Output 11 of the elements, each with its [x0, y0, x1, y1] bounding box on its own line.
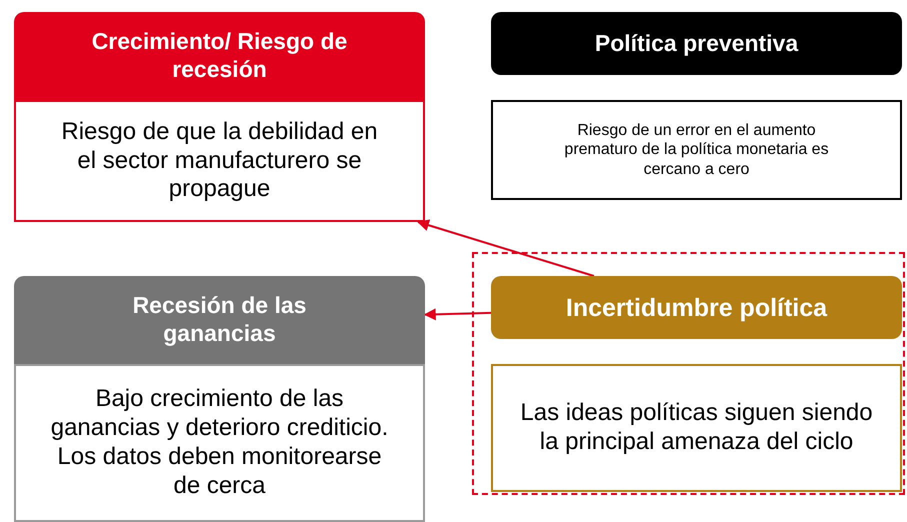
text-box: Las ideas políticas siguen siendo la principal amenaza del ciclo [491, 364, 902, 492]
header-bar: Política preventiva [491, 12, 902, 75]
header-bar: Recesión de las ganancias [14, 276, 425, 364]
text-box: Riesgo de un error en el aumento prematuro de la política monetaria es cercano a cero [491, 100, 902, 200]
arrow [416, 219, 594, 277]
header-bar: Incertidumbre política [491, 276, 902, 339]
header-bar: Crecimiento/ Riesgo de recesión [14, 12, 425, 100]
text-box: Riesgo de que la debilidad en el sector manufacturero se propague [14, 100, 425, 222]
dashed-group-frame [472, 252, 905, 495]
arrow [424, 308, 492, 320]
text-box: Bajo crecimiento de las ganancias y deterioro crediticio. Los datos deben monitorearse de cerca [14, 364, 425, 522]
